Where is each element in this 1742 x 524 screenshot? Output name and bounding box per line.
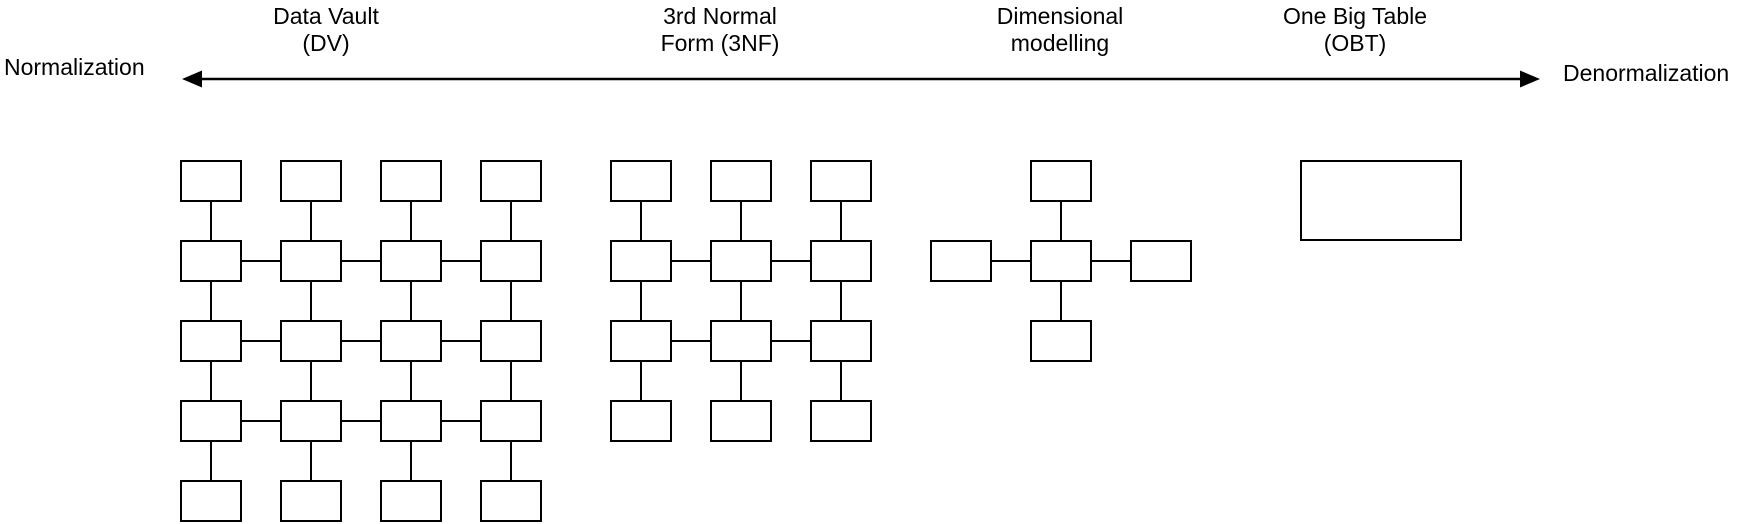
label-line: (DV) (302, 30, 350, 56)
data-vault-schema-table-box (380, 320, 442, 362)
data-vault-schema-table-box (480, 160, 542, 202)
star-schema-dimension-box (1130, 240, 1192, 282)
third-normal-form-schema-table-box (810, 400, 872, 442)
label-dimensional-modelling: Dimensional modelling (890, 3, 1230, 57)
spectrum-arrowhead-right-icon (1520, 70, 1540, 88)
star-schema-dimension-box (930, 240, 992, 282)
data-vault-schema-table-box (280, 480, 342, 522)
third-normal-form-schema-table-box (610, 240, 672, 282)
data-vault-schema-table-box (180, 480, 242, 522)
third-normal-form-schema-table-box (710, 240, 772, 282)
third-normal-form-schema-table-box (810, 320, 872, 362)
data-vault-schema-table-box (180, 400, 242, 442)
third-normal-form-schema-table-box (810, 160, 872, 202)
data-vault-schema-table-box (480, 240, 542, 282)
third-normal-form-schema-table-box (810, 240, 872, 282)
label-line: Dimensional (996, 3, 1124, 29)
label-line: (OBT) (1323, 30, 1387, 56)
data-vault-schema-table-box (380, 160, 442, 202)
one-big-table-box (1300, 160, 1462, 241)
data-vault-schema-table-box (480, 320, 542, 362)
label-data-vault: Data Vault (DV) (156, 3, 496, 57)
data-vault-schema-table-box (380, 240, 442, 282)
third-normal-form-schema-table-box (710, 320, 772, 362)
star-schema-fact-box (1030, 240, 1092, 282)
data-vault-schema-table-box (480, 400, 542, 442)
label-line: Form (3NF) (660, 30, 780, 56)
third-normal-form-schema-table-box (710, 160, 772, 202)
label-one-big-table: One Big Table (OBT) (1185, 3, 1525, 57)
data-vault-schema-table-box (380, 480, 442, 522)
data-vault-schema-table-box (180, 240, 242, 282)
normalization-label: Normalization (4, 54, 145, 80)
label-line: Data Vault (273, 3, 379, 29)
label-line: One Big Table (1282, 3, 1428, 29)
label-third-normal-form: 3rd Normal Form (3NF) (550, 3, 890, 57)
third-normal-form-schema-table-box (610, 400, 672, 442)
label-line: 3rd Normal (663, 3, 777, 29)
data-vault-schema-table-box (280, 240, 342, 282)
data-vault-schema-table-box (180, 320, 242, 362)
third-normal-form-schema-table-box (610, 320, 672, 362)
data-vault-schema-table-box (280, 320, 342, 362)
data-vault-schema-table-box (480, 480, 542, 522)
data-vault-schema-table-box (180, 160, 242, 202)
data-vault-schema-table-box (280, 400, 342, 442)
data-vault-schema-table-box (380, 400, 442, 442)
denormalization-label: Denormalization (1563, 60, 1730, 86)
star-schema-dimension-box (1030, 160, 1092, 202)
third-normal-form-schema-table-box (710, 400, 772, 442)
star-schema-dimension-box (1030, 320, 1092, 362)
third-normal-form-schema-table-box (610, 160, 672, 202)
label-line: modelling (1010, 30, 1110, 56)
spectrum-arrowhead-left-icon (182, 70, 202, 88)
data-vault-schema-table-box (280, 160, 342, 202)
